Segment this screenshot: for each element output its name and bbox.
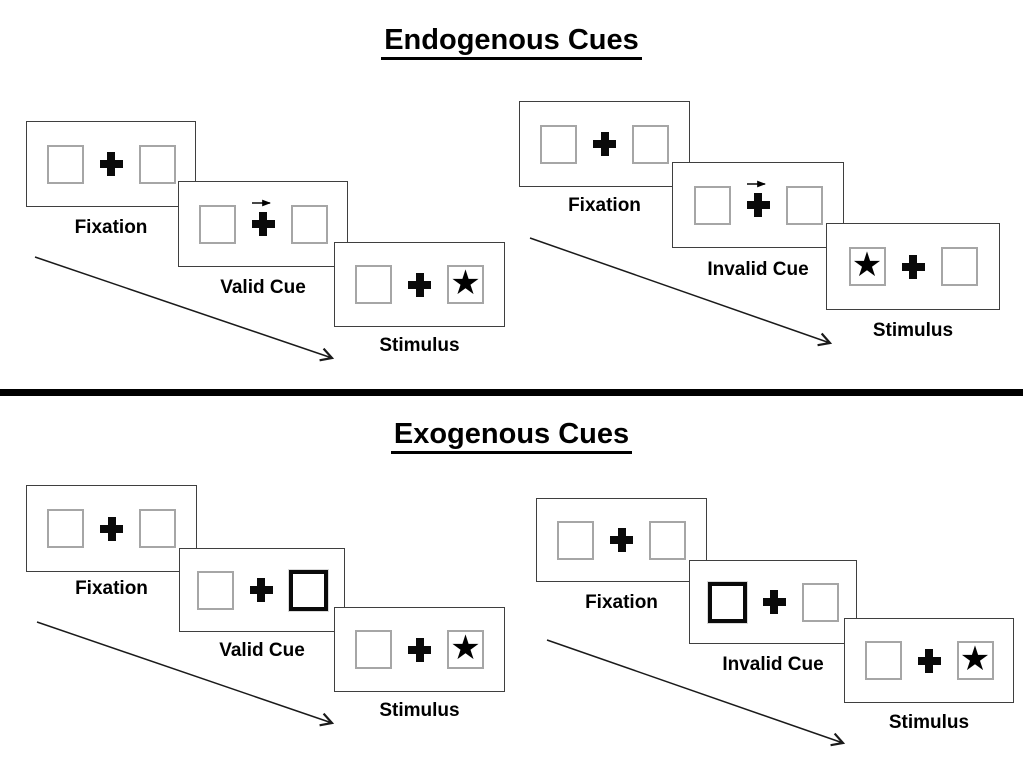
right-box (290, 204, 328, 244)
right-box (785, 185, 823, 225)
right-box (801, 582, 839, 622)
plus-icon (746, 180, 770, 217)
stimulus-panel: ★ (334, 242, 505, 327)
fixation-panel (26, 121, 196, 207)
panel-label: Fixation (74, 217, 148, 238)
left-box (540, 124, 577, 164)
left-box (557, 520, 594, 560)
panel-label: Stimulus (872, 320, 954, 341)
panel-label: Invalid Cue (707, 259, 809, 280)
plus-icon (901, 254, 925, 279)
valid-cue-panel (179, 548, 345, 632)
timeline-arrow (546, 639, 846, 747)
star-icon: ★ (959, 638, 991, 679)
section-title-text: Endogenous Cues (381, 24, 642, 60)
plus-icon (99, 152, 123, 176)
panel-label: Stimulus (379, 700, 460, 721)
section-title-exogenous: Exogenous Cues (0, 418, 1023, 454)
cue-box-left (706, 580, 748, 624)
left-box (355, 265, 392, 304)
panel-label: Invalid Cue (722, 654, 824, 675)
timeline-arrow (529, 237, 833, 347)
panel-label: Stimulus (888, 712, 970, 733)
left-box (864, 641, 902, 680)
timeline-arrow (34, 256, 335, 362)
panel-label: Fixation (568, 195, 641, 216)
plus-icon (251, 199, 275, 236)
plus-icon (762, 590, 786, 614)
star-icon: ★ (851, 244, 883, 285)
stimulus-panel: ★ (844, 618, 1014, 703)
section-divider (0, 389, 1023, 396)
panel-label: Stimulus (379, 335, 460, 356)
fixation-panel (536, 498, 707, 582)
cue-arrow-right-icon (251, 199, 271, 207)
left-box: ★ (848, 244, 886, 286)
plus-icon (408, 272, 431, 297)
fixation-panel (26, 485, 197, 572)
right-box (632, 124, 669, 164)
section-title-endogenous: Endogenous Cues (0, 24, 1023, 60)
plus-icon (610, 528, 633, 552)
plus-icon (100, 516, 123, 541)
left-box (47, 509, 84, 548)
plus-icon (249, 578, 273, 602)
stimulus-panel: ★ (826, 223, 1000, 310)
timeline-arrow (36, 621, 335, 727)
stimulus-panel: ★ (334, 607, 505, 692)
left-box (198, 204, 236, 244)
plus-icon (408, 637, 431, 662)
cue-box-right (287, 568, 329, 612)
cue-arrow-right-icon (746, 180, 766, 188)
right-box (649, 520, 686, 560)
left-box (196, 570, 234, 610)
panel-label: Valid Cue (220, 277, 306, 298)
left-box (693, 185, 731, 225)
panel-label: Fixation (75, 578, 148, 599)
right-box: ★ (956, 638, 994, 680)
plus-icon (593, 132, 616, 156)
invalid-cue-panel (689, 560, 857, 644)
panel-label: Fixation (585, 592, 658, 613)
right-box (940, 247, 978, 286)
plus-icon (917, 648, 941, 673)
right-box (138, 144, 176, 184)
panel-label: Valid Cue (219, 640, 305, 661)
section-title-text: Exogenous Cues (390, 418, 633, 454)
right-box: ★ (447, 630, 484, 669)
right-box: ★ (447, 265, 484, 304)
right-box (139, 509, 176, 548)
valid-cue-panel (178, 181, 348, 267)
left-box (46, 144, 84, 184)
star-icon: ★ (450, 262, 481, 303)
invalid-cue-panel (672, 162, 844, 248)
star-icon: ★ (450, 627, 481, 668)
left-box (355, 630, 392, 669)
fixation-panel (519, 101, 690, 187)
